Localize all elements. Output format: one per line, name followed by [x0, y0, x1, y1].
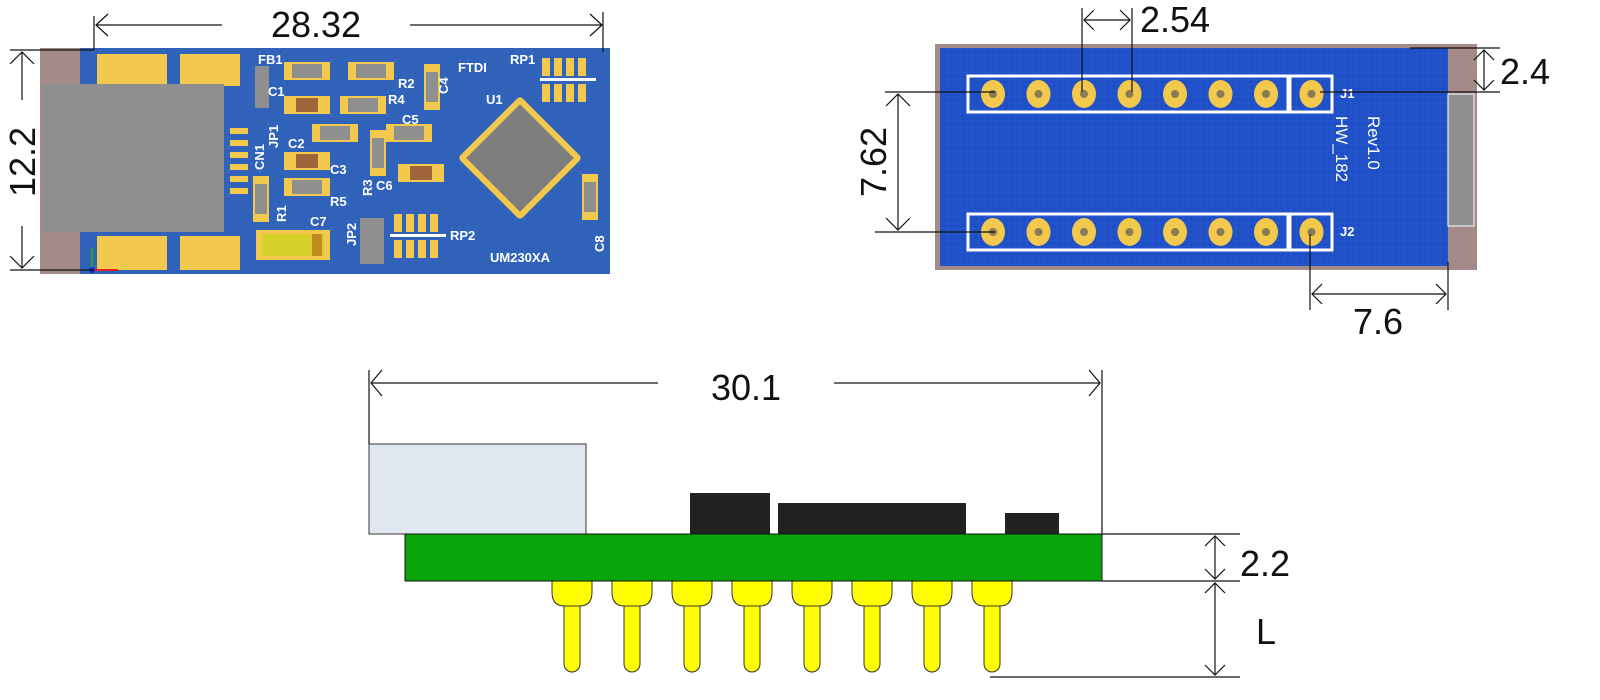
label-r4: R4 — [388, 92, 405, 107]
usb-connector — [42, 84, 224, 232]
usb-connector-side — [368, 443, 587, 535]
dim-30-1 — [368, 369, 1103, 534]
header-pin — [671, 580, 713, 673]
dim-length-text: 30.1 — [711, 367, 781, 408]
header-pad — [981, 80, 1005, 108]
usb-pad — [180, 236, 240, 270]
pcb-bottom — [940, 48, 1448, 266]
header-pad — [1026, 218, 1051, 246]
label-rev: Rev1.0 — [1364, 116, 1383, 170]
header-pin — [551, 580, 593, 673]
label-j2: J2 — [1340, 224, 1354, 239]
label-u1: U1 — [486, 92, 503, 107]
dim-12-2 — [9, 49, 94, 271]
header-pin — [791, 580, 833, 673]
label-hw: HW_182 — [1332, 116, 1351, 182]
header-pad — [1117, 218, 1142, 246]
label-c3: C3 — [330, 162, 347, 177]
bottom-view: J1 J2 Rev1.0 HW_182 2.54 7.62 2.4 — [853, 0, 1550, 342]
header-pad — [1163, 80, 1187, 108]
label-r1: R1 — [274, 205, 289, 222]
header-pad — [1072, 218, 1096, 246]
dim-7-62 — [875, 91, 995, 233]
usb-connector-edge — [1447, 93, 1475, 227]
header-pad — [1208, 218, 1233, 246]
header-pad — [1117, 80, 1142, 108]
usb-pad — [97, 236, 167, 270]
header-pin — [911, 580, 953, 673]
header-pad — [1299, 218, 1324, 246]
label-c8: C8 — [592, 235, 607, 252]
label-c7: C7 — [310, 214, 327, 229]
label-r5: R5 — [330, 194, 347, 209]
header-pad — [1026, 80, 1051, 108]
dim-width-text: 28.32 — [271, 4, 361, 45]
label-cn1: CN1 — [252, 144, 267, 170]
header-pad — [1254, 80, 1278, 108]
header-pin — [611, 580, 653, 673]
header-pad — [1299, 80, 1324, 108]
label-r2: R2 — [398, 76, 415, 91]
label-ftdi: FTDI — [458, 60, 487, 75]
side-view: 30.1 2.2 L — [368, 367, 1290, 678]
usb-pad — [180, 54, 240, 86]
header-pin — [851, 580, 893, 673]
header-pad — [1208, 80, 1233, 108]
label-um230xa: UM230XA — [490, 250, 551, 265]
header-pad — [1163, 218, 1187, 246]
label-rp2: RP2 — [450, 228, 475, 243]
label-c1: C1 — [268, 84, 285, 99]
dim-7-6 — [1309, 234, 1449, 310]
header-pin — [971, 580, 1013, 673]
label-r3: R3 — [360, 179, 375, 196]
dim-pin-to-edge-text: 7.6 — [1353, 301, 1403, 342]
header-pad — [1254, 218, 1278, 246]
rp1 — [540, 58, 596, 102]
label-rp1: RP1 — [510, 52, 535, 67]
j2-pads — [981, 218, 1324, 246]
dim-pin-length-text: L — [1256, 611, 1276, 652]
label-c5: C5 — [402, 112, 419, 127]
dim-pitch-text: 2.54 — [1140, 0, 1210, 40]
header-pad — [1072, 80, 1096, 108]
j1-outline — [966, 74, 1290, 114]
dim-28-32 — [93, 12, 604, 52]
header-pin — [731, 580, 773, 673]
smd-components — [253, 62, 598, 264]
header-pins — [551, 580, 1013, 673]
dim-row-spacing-text: 7.62 — [853, 127, 894, 197]
cn1-pads — [230, 128, 248, 194]
label-j1: J1 — [1340, 86, 1354, 101]
j1-pin1-outline — [1288, 74, 1334, 114]
dim-2-54 — [1081, 8, 1133, 92]
dim-2-4 — [1320, 47, 1500, 93]
label-jp1: JP1 — [266, 125, 281, 148]
usb-pad — [97, 54, 167, 86]
u1-chip — [459, 97, 581, 219]
label-c6: C6 — [376, 178, 393, 193]
j2-pin1-outline — [1288, 212, 1334, 252]
dim-height-text: 12.2 — [2, 127, 43, 197]
dim-thickness-text: 2.2 — [1240, 543, 1290, 584]
component-chip — [778, 503, 966, 534]
dim-edge-offset-text: 2.4 — [1500, 51, 1550, 92]
label-c4: C4 — [436, 77, 451, 94]
label-jp2: JP2 — [344, 223, 359, 246]
component-tall — [690, 493, 770, 534]
pcb-side — [404, 533, 1103, 582]
label-c2: C2 — [288, 136, 305, 151]
rp2 — [390, 214, 446, 258]
dim-2-2 — [1102, 533, 1240, 582]
top-view: FB1 C1 R2 R4 C4 FTDI RP1 U1 C5 JP1 CN1 C… — [2, 4, 610, 274]
component-small — [1005, 513, 1059, 534]
label-fb1: FB1 — [258, 52, 283, 67]
dim-l — [990, 582, 1240, 678]
